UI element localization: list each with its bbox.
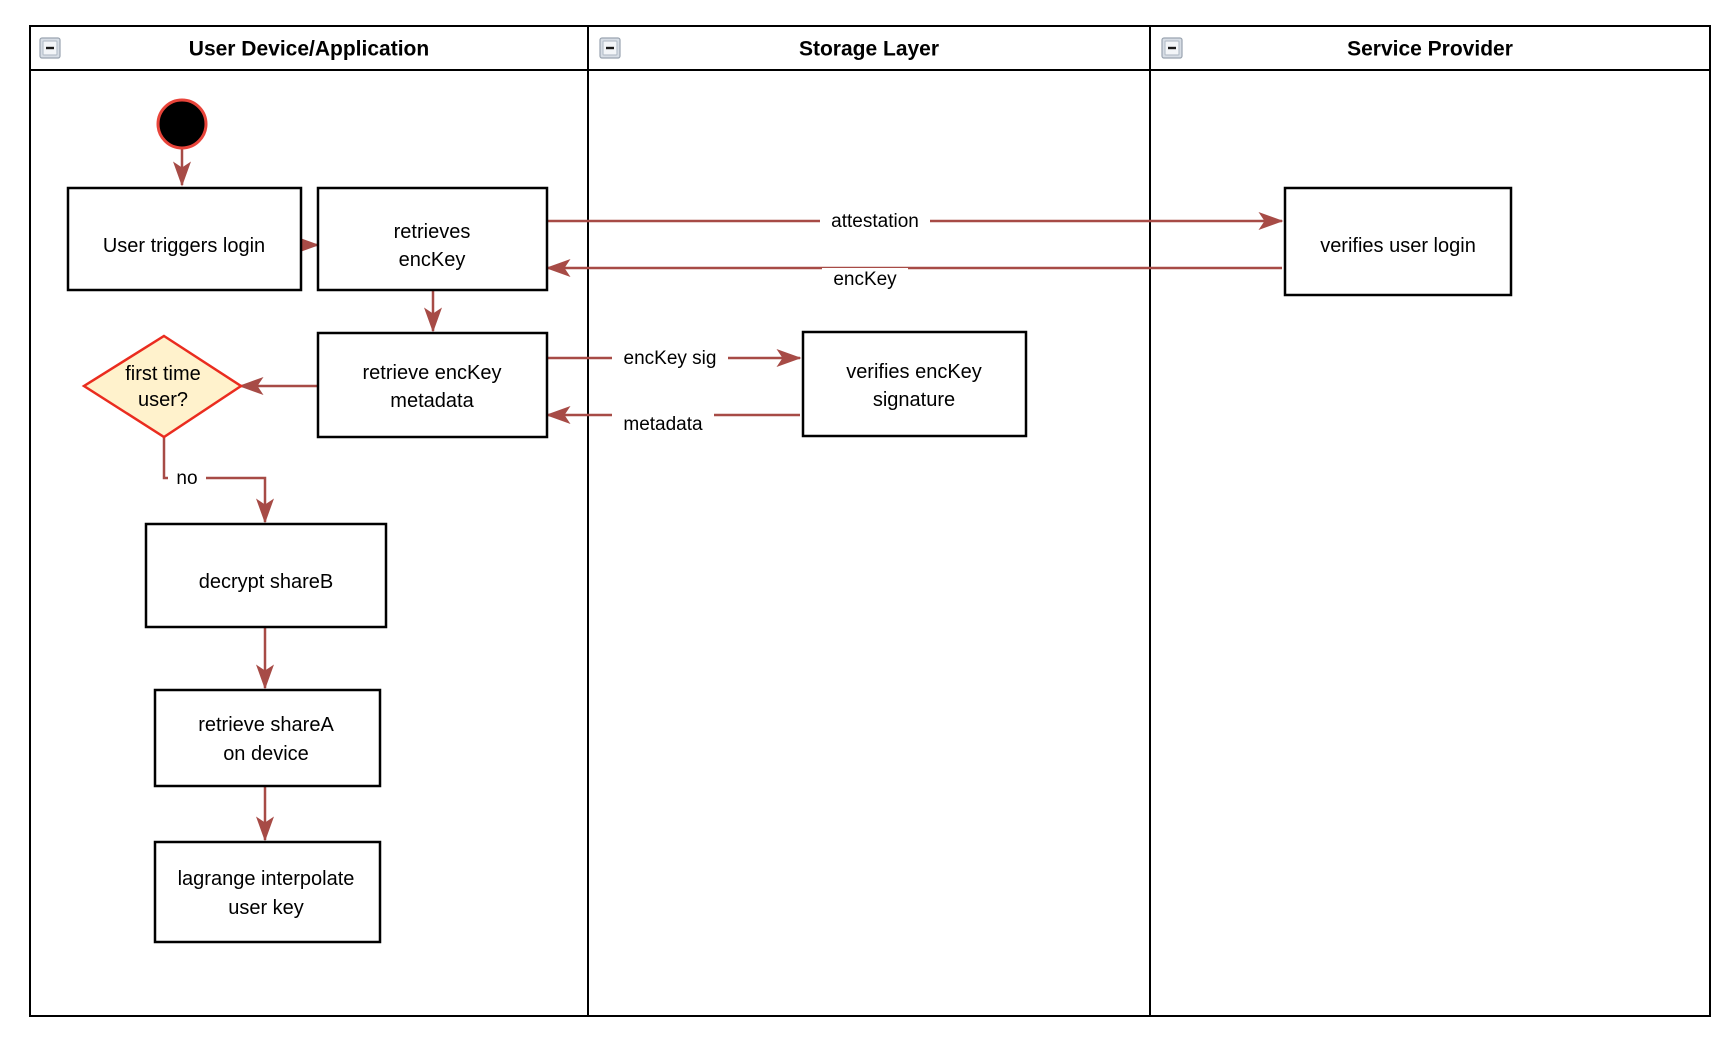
node-verifies-user-login[interactable]: verifies user login bbox=[1283, 186, 1513, 297]
edge-decision-no-line bbox=[162, 421, 274, 524]
lane-title-storage-layer: Storage Layer bbox=[799, 38, 939, 61]
edge-label-enckey-bg bbox=[822, 268, 908, 291]
node-verifies-user-login-box bbox=[1283, 186, 1513, 297]
edge-label-attestation-bg bbox=[820, 210, 930, 233]
node-lagrange-box bbox=[153, 840, 382, 944]
node-verifies-user-login-label: verifies user login bbox=[1320, 235, 1476, 257]
node-lagrange-interpolate-user-key[interactable]: lagrange interpolate user key bbox=[153, 840, 382, 944]
edge-label-no-bg bbox=[168, 467, 206, 490]
lane-header-user-device: User Device/Application bbox=[39, 37, 429, 61]
node-retrieves-enckey-label-1: retrieves bbox=[394, 221, 471, 243]
node-retrieves-enckey-label-2: encKey bbox=[399, 249, 466, 271]
node-retrieve-sharea-on-device-box bbox=[153, 688, 382, 788]
node-user-triggers-login-label: User triggers login bbox=[103, 235, 265, 257]
edge-label-enckey-sig: encKey sig bbox=[612, 347, 728, 370]
node-verifies-enckey-signature-label-1: verifies encKey bbox=[846, 361, 982, 383]
edge-label-enckey: encKey bbox=[822, 268, 908, 291]
node-first-time-user[interactable]: first time user? bbox=[81, 334, 244, 439]
edge-label-metadata-text: metadata bbox=[623, 414, 703, 435]
edge-label-enckey-text: encKey bbox=[833, 269, 897, 290]
node-lagrange-label-1: lagrange interpolate bbox=[178, 868, 355, 890]
node-decrypt-shareb-box bbox=[144, 522, 388, 629]
node-decrypt-shareb-label: decrypt shareB bbox=[199, 571, 334, 593]
node-first-time-user-label-2: user? bbox=[138, 389, 188, 411]
node-retrieves-enckey-box bbox=[316, 186, 549, 292]
node-retrieve-sharea-label-2: on device bbox=[223, 743, 309, 765]
edge-label-no: no bbox=[168, 467, 206, 490]
node-first-time-user-diamond bbox=[81, 334, 244, 439]
node-user-triggers-login-box bbox=[66, 186, 303, 292]
lane-title-service-provider: Service Provider bbox=[1347, 38, 1513, 61]
node-verifies-enckey-signature[interactable]: verifies encKey signature bbox=[801, 330, 1028, 438]
edge-label-attestation-text: attestation bbox=[831, 211, 919, 232]
node-first-time-user-label-1: first time bbox=[125, 363, 201, 385]
node-retrieve-enckey-metadata-label-1: retrieve encKey bbox=[363, 362, 502, 384]
edge-label-enckey-sig-text: encKey sig bbox=[624, 348, 717, 369]
node-retrieve-enckey-metadata[interactable]: retrieve encKey metadata bbox=[316, 331, 549, 439]
start-node-circle bbox=[156, 98, 208, 150]
edge-label-metadata: metadata bbox=[612, 413, 714, 436]
lane-title-user-device: User Device/Application bbox=[189, 38, 429, 61]
edge-label-attestation: attestation bbox=[820, 210, 930, 233]
edge-label-no-text: no bbox=[176, 468, 197, 489]
edge-label-enckey-sig-bg bbox=[612, 347, 728, 370]
node-verifies-enckey-signature-label-2: signature bbox=[873, 389, 955, 411]
node-retrieves-enckey[interactable]: retrieves encKey bbox=[316, 186, 549, 292]
lane-header-storage-layer: Storage Layer bbox=[599, 37, 939, 61]
node-retrieve-sharea-label-1: retrieve shareA bbox=[198, 714, 334, 736]
node-verifies-enckey-signature-box bbox=[801, 330, 1028, 438]
lane-header-service-provider: Service Provider bbox=[1161, 37, 1513, 61]
node-retrieve-enckey-metadata-label-2: metadata bbox=[390, 390, 474, 412]
node-user-triggers-login[interactable]: User triggers login bbox=[66, 186, 303, 292]
node-retrieve-enckey-metadata-box bbox=[316, 331, 549, 439]
node-lagrange-label-2: user key bbox=[228, 897, 304, 919]
node-retrieve-sharea-on-device[interactable]: retrieve shareA on device bbox=[153, 688, 382, 788]
start-node[interactable] bbox=[156, 98, 208, 150]
edge-label-metadata-bg bbox=[612, 413, 714, 436]
node-decrypt-shareb[interactable]: decrypt shareB bbox=[144, 522, 388, 629]
